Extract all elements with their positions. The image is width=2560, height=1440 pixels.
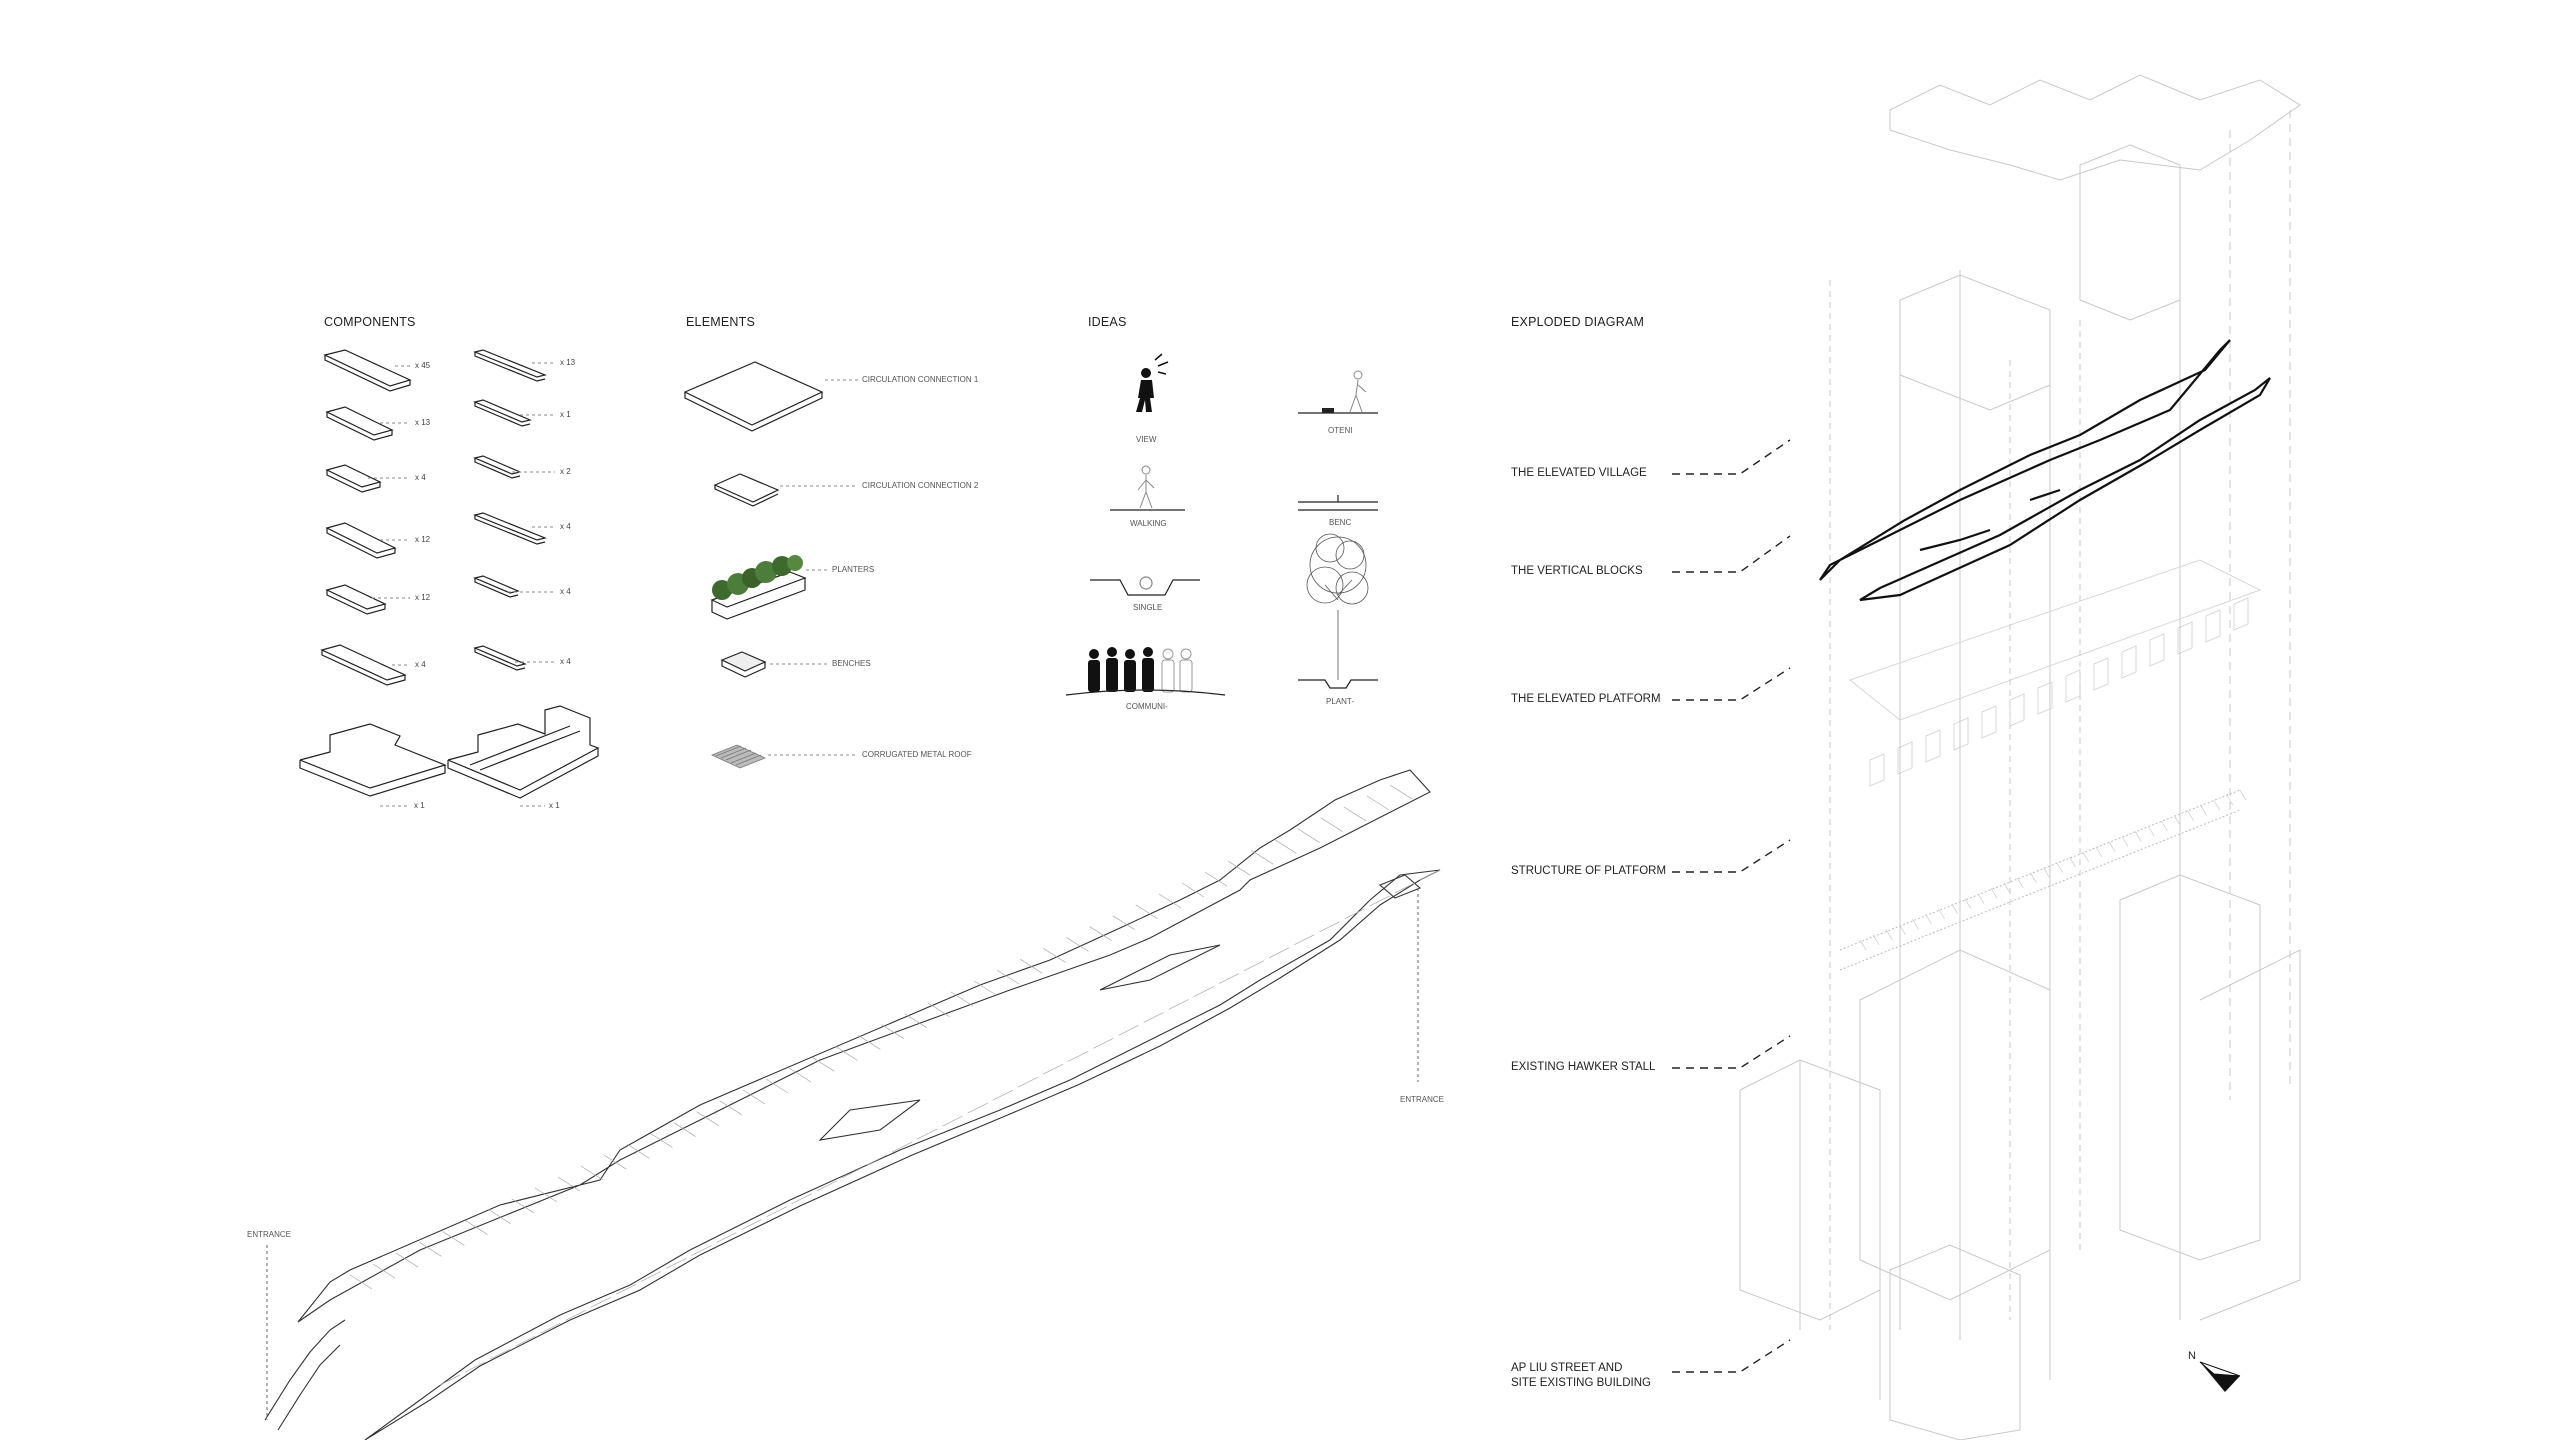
view-figure-icon [1136,353,1169,412]
component-count: x 1 [549,801,560,810]
circulation-connection-1-icon [683,361,824,432]
component-count: x 4 [560,657,571,666]
exploded-label: STRUCTURE OF PLATFORM [1511,865,1667,877]
component-bar-1 [473,349,547,382]
component-slab-1 [323,349,412,392]
tree-icon [1298,533,1378,689]
component-plate-1 [299,723,447,797]
north-arrow-icon [2199,1361,2241,1392]
idea-label: SINGLE [1133,603,1163,612]
component-bar-3 [473,455,522,479]
component-count: x 13 [560,358,576,367]
entrance-label-left: ENTRANCE [247,1230,292,1239]
ideas-heading: IDEAS [1088,315,1127,329]
component-count: x 4 [415,473,426,482]
component-bar-2 [473,399,532,427]
idea-label: COMMUNI- [1126,702,1168,711]
exploded-structure-hatching [1859,597,2249,951]
components-heading: COMPONENTS [324,315,416,329]
north-label: N [2188,1350,2196,1362]
component-bar-6 [473,645,527,671]
elements-heading: ELEMENTS [686,315,755,329]
exploded-label: THE ELEVATED VILLAGE [1511,467,1647,479]
exploded-label: THE VERTICAL BLOCKS [1511,565,1643,577]
element-label: CIRCULATION CONNECTION 1 [862,375,979,384]
entrance-label-right: ENTRANCE [1400,1095,1445,1104]
component-slab-4 [325,522,397,559]
component-count: x 4 [560,587,571,596]
idea-label: WALKING [1130,519,1167,528]
component-count: x 12 [415,535,431,544]
exploded-label: AP LIU STREET AND [1511,1362,1623,1374]
circulation-connection-2-icon [713,473,780,507]
exploded-tower-drawing [1739,74,2301,1440]
idea-label: BENC [1329,518,1352,527]
component-count: x 12 [415,593,431,602]
platform-drawing [264,769,1441,1440]
community-figures-icon [1065,647,1226,696]
component-plate-2 [447,705,600,799]
component-slab-2 [325,406,394,441]
component-bar-5 [473,575,520,598]
component-bar-4 [473,512,547,545]
exploded-label: THE ELEVATED PLATFORM [1511,693,1661,705]
elevated-village-outline [1819,339,2271,602]
idea-label: OTENI [1328,426,1353,435]
element-label: CIRCULATION CONNECTION 2 [862,481,979,490]
component-count: x 2 [560,467,571,476]
exploded-diagram-heading: EXPLODED DIAGRAM [1511,315,1645,329]
oteni-figure-icon [1298,370,1378,414]
element-label: CORRUGATED METAL ROOF [862,750,972,759]
idea-label: PLANT- [1326,697,1355,706]
component-count: x 4 [560,522,571,531]
walking-figure-icon [1110,465,1185,511]
component-count: x 45 [415,361,431,370]
corrugated-roof-icon [710,744,767,769]
exploded-label: EXISTING HAWKER STALL [1511,1061,1656,1073]
benches-icon [720,651,767,678]
component-slab-3 [325,464,382,493]
single-seat-icon [1090,576,1200,596]
platform-slat-lines [349,784,1441,1386]
component-count: x 13 [415,418,431,427]
bench-icon [1298,495,1378,511]
element-label: BENCHES [832,659,871,668]
element-label: PLANTERS [832,565,875,574]
component-slab-6 [320,644,407,686]
component-slab-5 [325,584,387,615]
component-count: x 1 [560,410,571,419]
component-count: x 1 [414,801,425,810]
component-count: x 4 [415,660,426,669]
exploded-label: SITE EXISTING BUILDING [1511,1377,1651,1389]
idea-label: VIEW [1136,435,1157,444]
planter-foliage [712,555,803,600]
